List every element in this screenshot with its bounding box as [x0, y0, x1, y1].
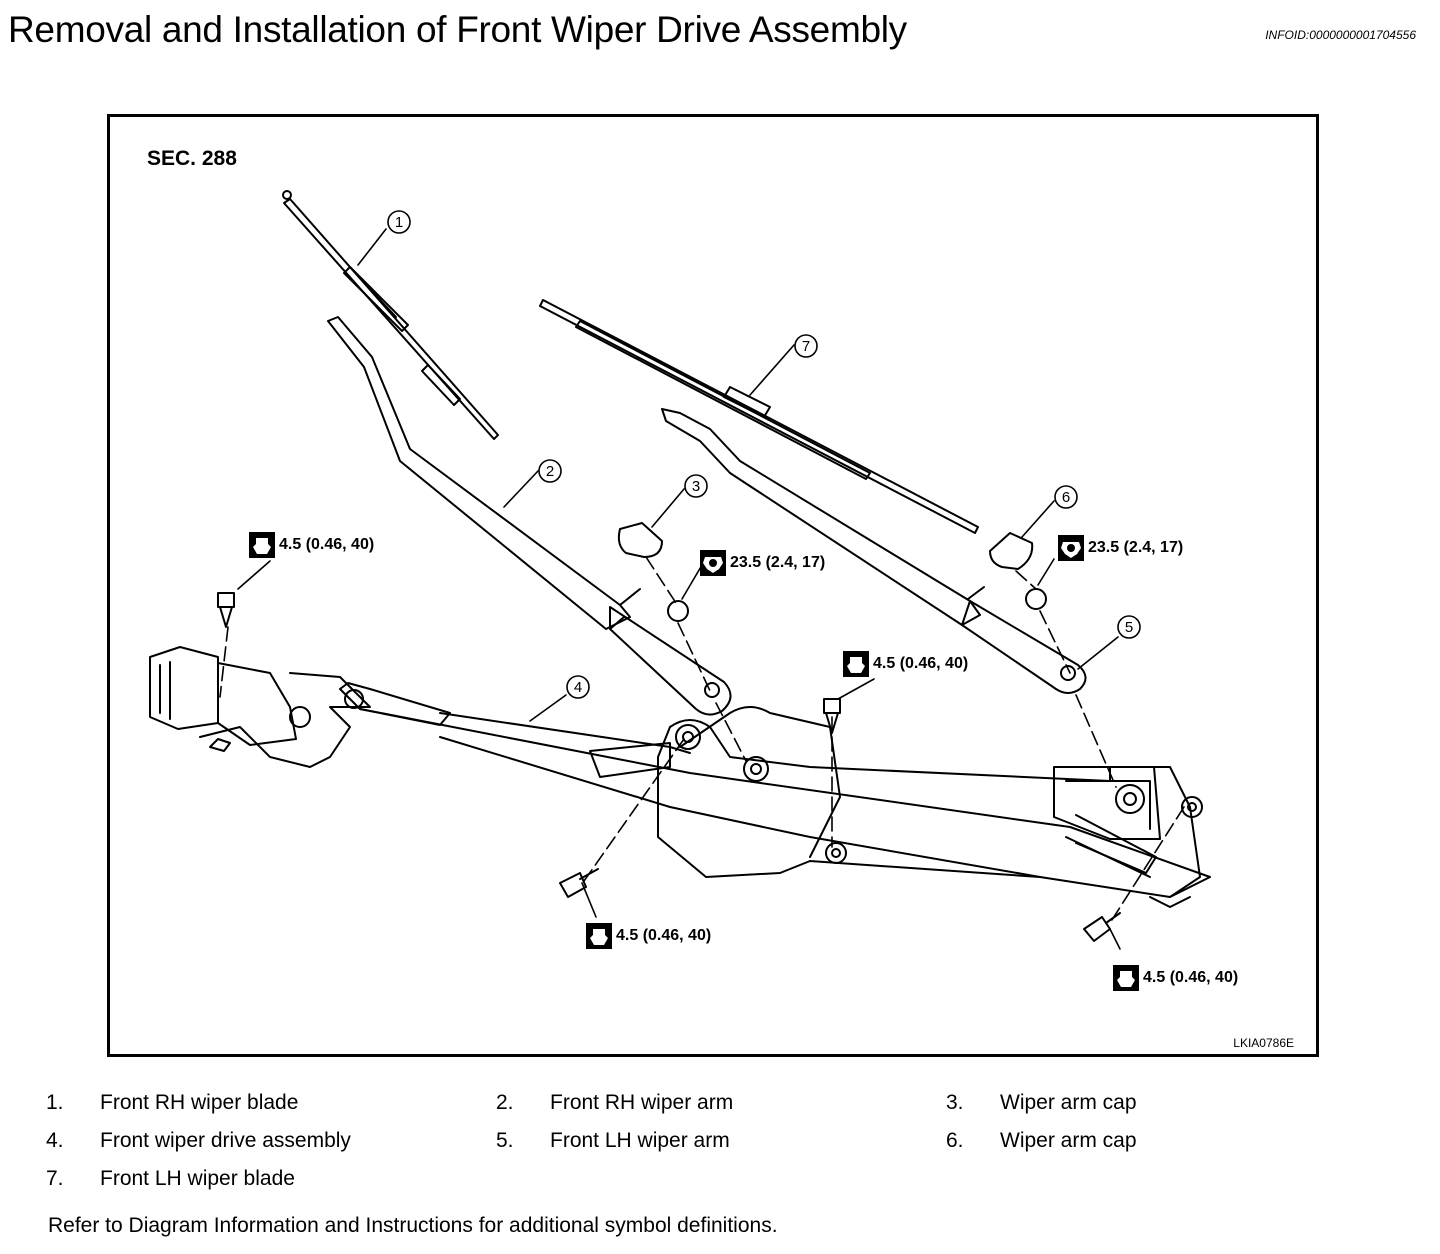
legend-row: 4.Front wiper drive assembly 5.Front LH …: [46, 1126, 1406, 1164]
torque-spec-1: 4.5 (0.46, 40): [249, 532, 374, 558]
parts-legend: 1.Front RH wiper blade 2.Front RH wiper …: [46, 1088, 1406, 1202]
torque-spec-3: 23.5 (2.4, 17): [1058, 535, 1183, 561]
legend-item: 4.Front wiper drive assembly: [46, 1129, 351, 1152]
torque-spec-5: 4.5 (0.46, 40): [586, 923, 711, 949]
lh-wiper-arm-drawing: [661, 408, 1087, 694]
legend-row: 7.Front LH wiper blade: [46, 1164, 1406, 1202]
legend-item: 7.Front LH wiper blade: [46, 1167, 295, 1190]
torque-spec-4: 4.5 (0.46, 40): [843, 651, 968, 677]
wiper-diagram: 1 2 3 4 5 6 7: [149, 190, 1211, 950]
footnote: Refer to Diagram Information and Instruc…: [48, 1214, 778, 1237]
bolt-torque-icon: [586, 923, 612, 949]
torque-spec-2: 23.5 (2.4, 17): [700, 550, 825, 576]
callout-5: 5: [1125, 619, 1133, 636]
callout-3: 3: [692, 478, 700, 495]
nut-torque-icon: [1058, 535, 1084, 561]
figure-frame: 1 2 3 4 5 6 7 SEC. 288 4.5 (0.46, 40) 23…: [107, 114, 1319, 1057]
torque-spec-6: 4.5 (0.46, 40): [1113, 965, 1238, 991]
bolt-torque-icon: [1113, 965, 1139, 991]
nut-torque-icon: [700, 550, 726, 576]
bolt-torque-icon: [249, 532, 275, 558]
callout-7: 7: [802, 338, 810, 355]
legend-item: 3.Wiper arm cap: [946, 1091, 1137, 1114]
legend-item: 1.Front RH wiper blade: [46, 1091, 299, 1114]
legend-row: 1.Front RH wiper blade 2.Front RH wiper …: [46, 1088, 1406, 1126]
legend-item: 2.Front RH wiper arm: [496, 1091, 734, 1114]
figure-code: LKIA0786E: [1233, 1036, 1294, 1050]
callout-2: 2: [546, 463, 554, 480]
wiper-drive-assembly-drawing: [149, 646, 1211, 908]
info-id: INFOID:0000000001704556: [1265, 28, 1416, 42]
wiper-arm-cap-6-drawing: [989, 532, 1034, 570]
wiper-arm-cap-3-drawing: [617, 522, 663, 558]
page-title: Removal and Installation of Front Wiper …: [8, 9, 907, 50]
rh-wiper-blade-drawing: [282, 190, 499, 440]
bolt-torque-icon: [843, 651, 869, 677]
callout-6: 6: [1062, 489, 1070, 506]
legend-item: 6.Wiper arm cap: [946, 1129, 1137, 1152]
callout-1: 1: [395, 214, 403, 231]
rh-wiper-arm-drawing: [327, 316, 732, 716]
section-label: SEC. 288: [147, 147, 237, 170]
lh-wiper-blade-drawing: [539, 299, 979, 534]
callout-4: 4: [574, 679, 582, 696]
legend-item: 5.Front LH wiper arm: [496, 1129, 730, 1152]
